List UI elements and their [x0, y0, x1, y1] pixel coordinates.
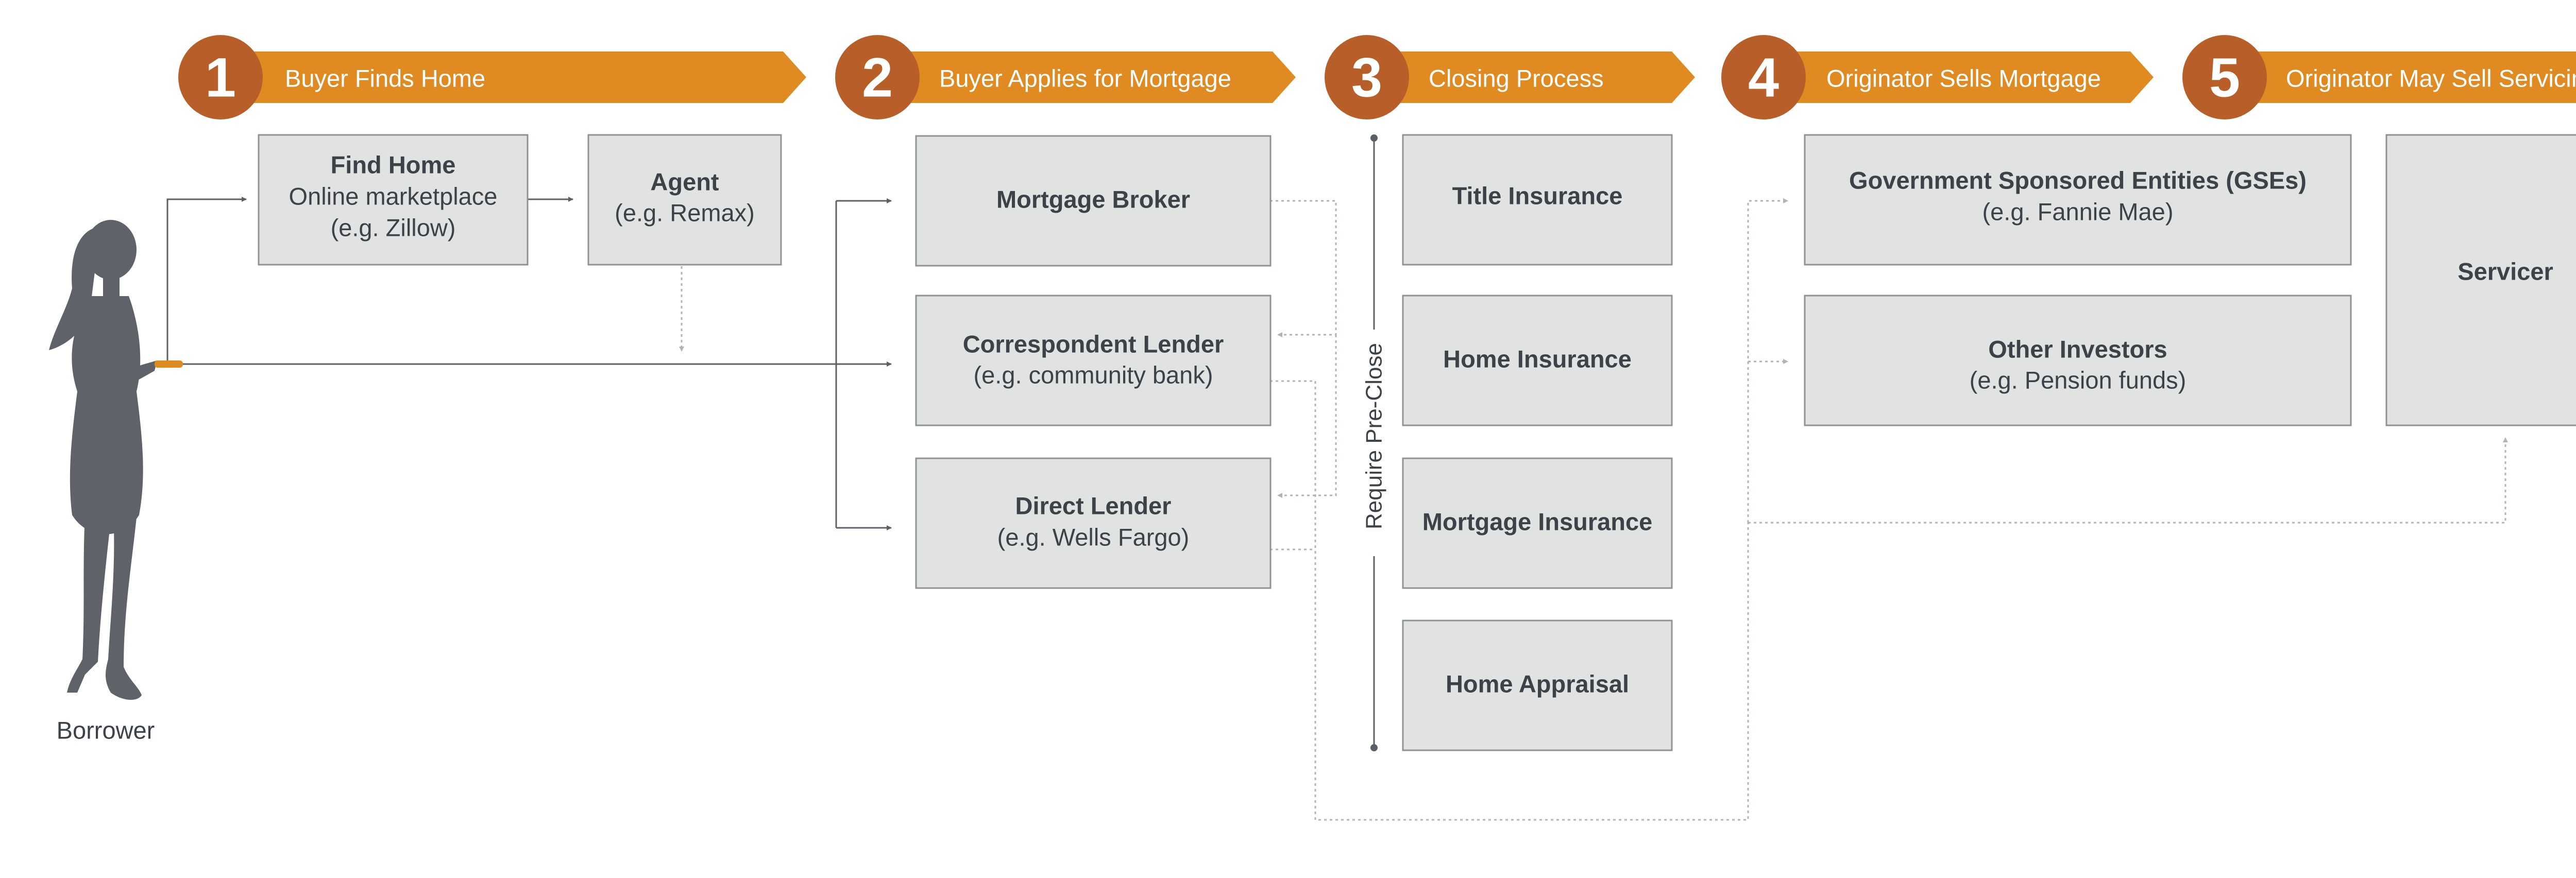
- direct-lender-sub: (e.g. Wells Fargo): [997, 524, 1190, 551]
- gse-title: Government Sponsored Entities (GSEs): [1849, 167, 2307, 194]
- title-insurance-box: Title Insurance: [1402, 134, 1673, 266]
- mortgage-insurance-title: Mortgage Insurance: [1422, 508, 1653, 536]
- servicer-box: Servicer: [2385, 134, 2576, 426]
- direct-lender-rect: [915, 457, 1272, 589]
- gse-rect: [1804, 134, 2352, 266]
- step-3-label: Closing Process: [1429, 65, 1604, 92]
- step-1-banner: 1 Buyer Finds Home: [178, 35, 806, 119]
- step-2-number: 2: [862, 46, 893, 109]
- other-investors-box: Other Investors (e.g. Pension funds): [1804, 295, 2352, 426]
- borrower-label: Borrower: [57, 717, 155, 744]
- home-insurance-box: Home Insurance: [1402, 295, 1673, 426]
- mortgage-broker-title: Mortgage Broker: [996, 186, 1190, 213]
- title-insurance-rect: [1402, 134, 1673, 266]
- step-5-circle: [2182, 35, 2267, 119]
- find-home-title: Find Home: [331, 151, 456, 179]
- mortgage-broker-rect: [915, 135, 1272, 267]
- other-investors-sub: (e.g. Pension funds): [1970, 367, 2187, 394]
- step-1-ribbon: [245, 51, 806, 103]
- correspondent-lender-rect: [915, 295, 1272, 426]
- other-investors-rect: [1804, 295, 2352, 426]
- mortgage-broker-box: Mortgage Broker: [915, 135, 1272, 267]
- home-appraisal-rect: [1402, 619, 1673, 751]
- find-home-box: Find Home Online marketplace (e.g. Zillo…: [258, 134, 529, 266]
- to-servicer-arrow: [1748, 437, 2508, 524]
- step-5-label: Originator May Sell Servicing: [2286, 65, 2576, 92]
- other-investors-title: Other Investors: [1988, 336, 2167, 363]
- step-1-label: Buyer Finds Home: [285, 65, 485, 92]
- step-5-banner: 5 Originator May Sell Servicing: [2182, 35, 2576, 119]
- find-home-line1: Online marketplace: [289, 183, 498, 210]
- step-3-banner: 3 Closing Process: [1325, 35, 1695, 119]
- servicer-rect: [2385, 134, 2576, 426]
- step-1-number: 1: [205, 46, 236, 109]
- gse-sub: (e.g. Fannie Mae): [1982, 198, 2174, 226]
- agent-rect: [587, 134, 782, 266]
- broker-to-direct-arrow: [1277, 335, 1337, 498]
- step-5-number: 5: [2209, 46, 2240, 109]
- find-home-rect: [258, 134, 529, 266]
- step-2-circle: [835, 35, 920, 119]
- home-insurance-rect: [1402, 295, 1673, 426]
- home-appraisal-box: Home Appraisal: [1402, 619, 1673, 751]
- step-4-number: 4: [1748, 46, 1779, 109]
- step-5-ribbon: [2249, 51, 2576, 103]
- direct-lender-box: Direct Lender (e.g. Wells Fargo): [915, 457, 1272, 589]
- step-2-banner: 2 Buyer Applies for Mortgage: [835, 35, 1296, 119]
- step-2-ribbon: [902, 51, 1296, 103]
- step-3-number: 3: [1351, 46, 1382, 109]
- mortgage-insurance-box: Mortgage Insurance: [1402, 457, 1673, 589]
- left-leg-shape: [67, 515, 111, 693]
- pre-close-label-bg: [1359, 330, 1389, 556]
- woman-silhouette-icon: [49, 220, 157, 700]
- home-insurance-title: Home Insurance: [1443, 346, 1632, 373]
- servicer-title: Servicer: [2458, 258, 2553, 285]
- correspondent-lender-box: Correspondent Lender (e.g. community ban…: [915, 295, 1272, 426]
- step-2-label: Buyer Applies for Mortgage: [939, 65, 1231, 92]
- broker-to-correspondent-arrow: [1270, 200, 1337, 337]
- agent-sub: (e.g. Remax): [615, 199, 755, 227]
- right-leg-shape: [106, 515, 142, 700]
- step-1-circle: [178, 35, 263, 119]
- arm-shape: [72, 309, 157, 398]
- step-3-circle: [1325, 35, 1409, 119]
- pre-close-bottom-dot: [1370, 744, 1378, 751]
- mortgage-insurance-rect: [1402, 457, 1673, 589]
- require-pre-close-label: Require Pre-Close: [1362, 343, 1387, 529]
- neck-shape: [103, 273, 120, 296]
- step-4-banner: 4 Originator Sells Mortgage: [1721, 35, 2154, 119]
- head-shape: [85, 220, 137, 280]
- step-4-circle: [1721, 35, 1806, 119]
- direct-lender-title: Direct Lender: [1015, 492, 1172, 520]
- home-appraisal-title: Home Appraisal: [1446, 670, 1629, 698]
- pre-close-top-dot: [1370, 134, 1378, 142]
- require-pre-close-label-group: Require Pre-Close: [1359, 330, 1389, 556]
- gse-box: Government Sponsored Entities (GSEs) (e.…: [1804, 134, 2352, 266]
- borrower-to-find-home-arrow: [166, 197, 247, 364]
- step-4-ribbon: [1788, 51, 2154, 103]
- correspondent-lender-sub: (e.g. community bank): [974, 361, 1213, 389]
- correspondent-lender-title: Correspondent Lender: [963, 331, 1224, 358]
- step-4-label: Originator Sells Mortgage: [1826, 65, 2101, 92]
- find-home-line2: (e.g. Zillow): [331, 214, 456, 242]
- agent-box: Agent (e.g. Remax): [587, 134, 782, 266]
- title-insurance-title: Title Insurance: [1452, 182, 1623, 210]
- phone-icon: [155, 360, 183, 368]
- agent-title: Agent: [650, 168, 719, 196]
- lenders-to-investors-route: [1270, 380, 1749, 821]
- step-3-ribbon: [1391, 51, 1695, 103]
